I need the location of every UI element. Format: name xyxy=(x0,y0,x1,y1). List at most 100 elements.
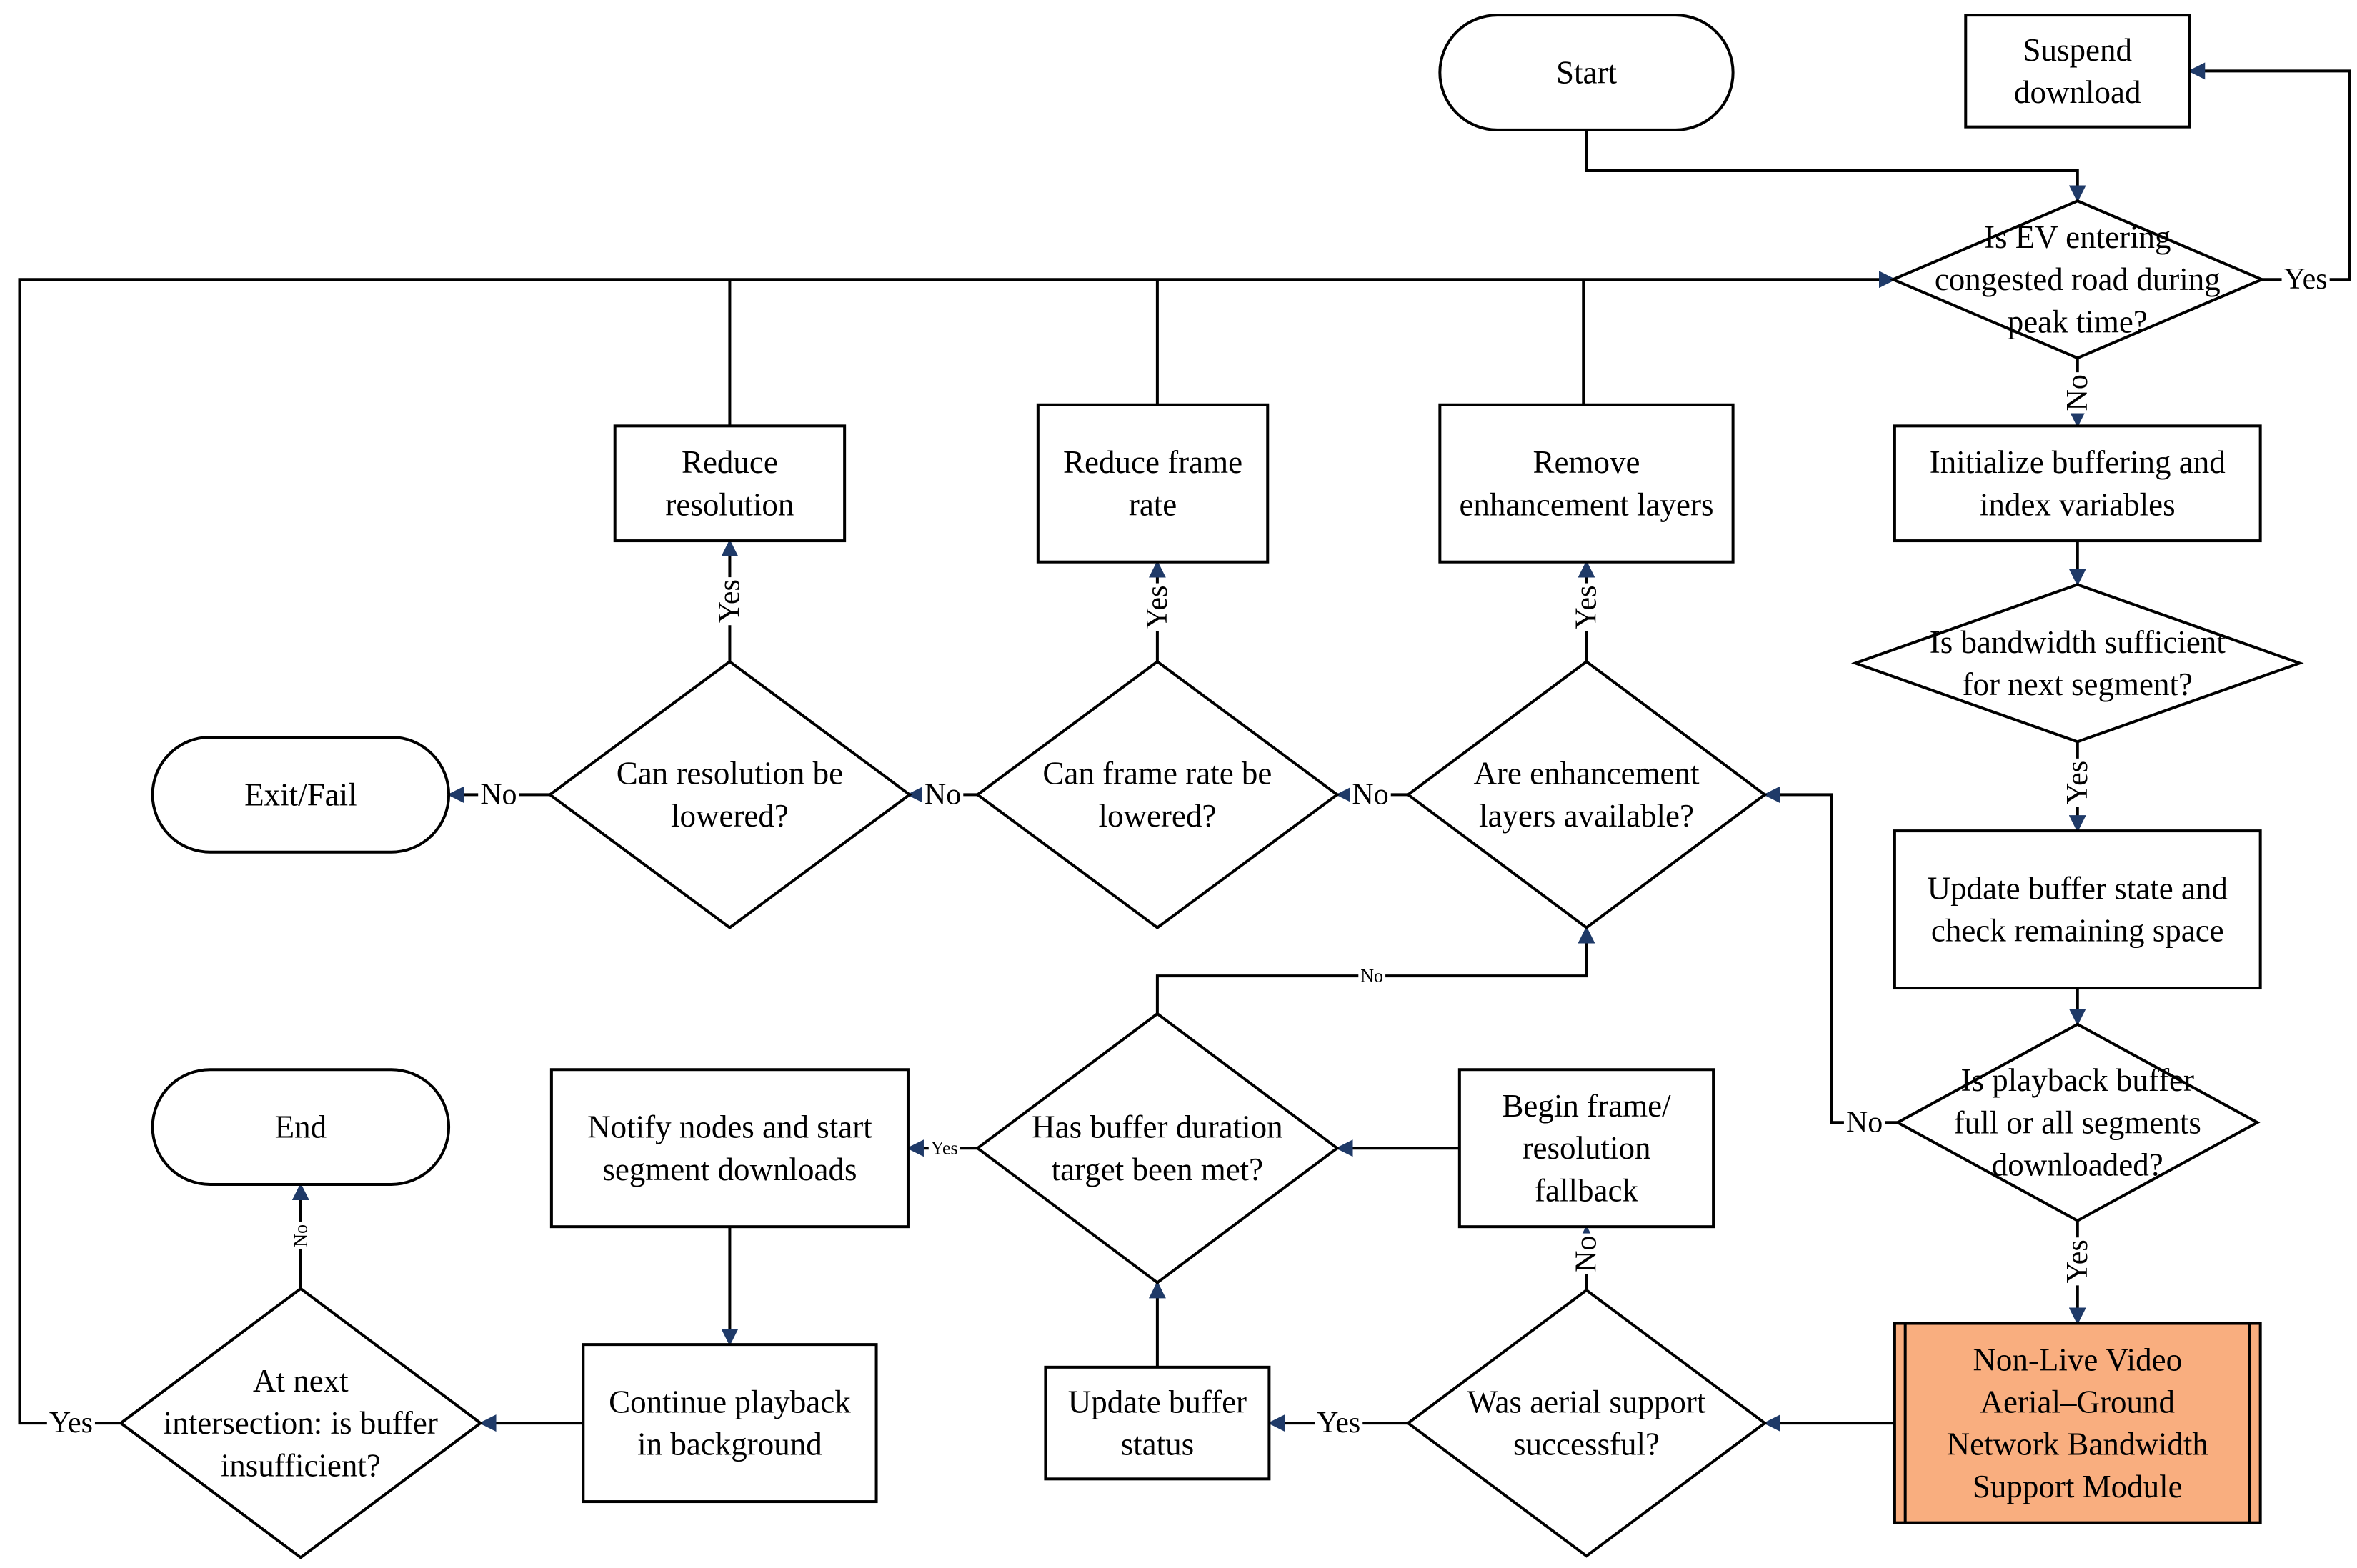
update-buffer-status-box-label-line: status xyxy=(1121,1427,1195,1462)
enhancement-layers-decision-label-line: layers available? xyxy=(1479,798,1694,834)
initialize-buffering-box-label-line: Initialize buffering and xyxy=(1930,444,2226,480)
aerial-support-decision-label-line: Was aerial support xyxy=(1467,1384,1706,1419)
suspend-download-box-shape xyxy=(1964,14,2191,129)
update-buffer-status-box-label-line: Update buffer xyxy=(1068,1384,1247,1419)
edge-label-frame-rate-no: No xyxy=(925,778,961,811)
begin-fallback-box-label-line: fallback xyxy=(1535,1172,1638,1208)
notify-nodes-box-label-line: Notify nodes and start xyxy=(587,1109,872,1145)
reduce-resolution-box-label-line: Reduce xyxy=(682,444,778,480)
next-intersection-decision-label-line: intersection: is buffer xyxy=(164,1405,438,1441)
continue-playback-box-label-line: in background xyxy=(637,1427,822,1462)
frame-rate-decision: Can frame rate be lowered? xyxy=(975,659,1340,929)
begin-fallback-box-label-line: Begin frame/ xyxy=(1502,1088,1671,1124)
edge-label-bg xyxy=(1358,965,1386,987)
edge-labels: YesNoYesYesNoYesNoYesNoYesNoYesNoYesNoYe… xyxy=(46,263,2330,1440)
frame-rate-decision-label-line: lowered? xyxy=(1098,798,1216,834)
continue-playback-box-label-line: Continue playback xyxy=(609,1384,851,1419)
update-buffer-status-box: Update buffer status xyxy=(1044,1365,1271,1481)
edge-label-bg xyxy=(290,1222,312,1249)
update-buffer-state-box-shape xyxy=(1893,829,2262,990)
start-terminal-shape xyxy=(1438,14,1735,131)
suspend-download-box-label-line: Suspend xyxy=(2023,32,2133,68)
suspend-download-box-label-line: download xyxy=(2014,74,2141,110)
flow-nodes: Start Suspend download Is EV entering conges… xyxy=(118,14,2304,1559)
bandwidth-sufficient-decision-label-line: for next segment? xyxy=(1963,666,2193,702)
start-terminal: Start xyxy=(1438,14,1735,131)
edge-label-frame-rate-yes: Yes xyxy=(1141,586,1174,629)
ev-congested-decision-label-line: congested road during xyxy=(1935,261,2221,297)
edge-label-bg xyxy=(928,1137,960,1159)
edge-label-resolution-no: No xyxy=(480,778,517,811)
initialize-buffering-box-label-line: index variables xyxy=(1980,486,2176,522)
bandwidth-sufficient-decision-label-line: Is bandwidth sufficient xyxy=(1930,624,2226,660)
reduce-frame-rate-box-label-line: rate xyxy=(1129,486,1177,522)
reduce-resolution-box-shape xyxy=(613,424,847,543)
buffer-target-decision-shape xyxy=(975,1012,1340,1284)
edge-label-bg xyxy=(2281,263,2330,296)
playback-buffer-full-decision-label-line: downloaded? xyxy=(1992,1147,2163,1182)
edge-label-bg xyxy=(1570,1233,1603,1274)
edge-label-enhancement-yes: Yes xyxy=(1570,586,1603,629)
edge-label-bg xyxy=(1350,778,1391,812)
reduce-frame-rate-box: Reduce frame rate xyxy=(1036,403,1270,564)
edge-label-aerial-no: No xyxy=(1570,1236,1603,1272)
remove-enhancement-box-label-line: enhancement layers xyxy=(1459,486,1713,522)
support-module-box-label-line: Network Bandwidth xyxy=(1947,1427,2208,1462)
support-module-box-label-line: Aerial–Ground xyxy=(1980,1384,2175,1419)
resolution-decision-label-line: Can resolution be xyxy=(617,756,843,792)
update-buffer-state-box-label-line: check remaining space xyxy=(1931,913,2224,949)
ev-congested-decision-shape xyxy=(1889,199,2266,360)
edge-label-bg xyxy=(2060,372,2094,414)
ev-congested-decision-label-line: Is EV entering xyxy=(1984,219,2171,255)
continue-playback-box: Continue playback in background xyxy=(582,1343,878,1504)
initialize-buffering-box-shape xyxy=(1893,424,2262,543)
reduce-frame-rate-box-shape xyxy=(1036,403,1270,564)
edge-label-bg xyxy=(1570,583,1603,631)
edge-label-bg xyxy=(1843,1106,1885,1139)
aerial-support-decision-label-line: successful? xyxy=(1513,1427,1660,1462)
edge-label-aerial-yes: Yes xyxy=(1317,1407,1360,1439)
start-terminal-label-line: Start xyxy=(1556,55,1617,91)
support-module-box-label-line: Support Module xyxy=(1973,1469,2183,1504)
end-terminal-shape xyxy=(151,1068,451,1186)
remove-enhancement-box: Remove enhancement layers xyxy=(1438,403,1735,564)
frame-rate-decision-label-line: Can frame rate be xyxy=(1042,756,1272,792)
continue-playback-box-shape xyxy=(582,1343,878,1504)
edge-label-target-yes: Yes xyxy=(931,1138,958,1159)
begin-fallback-box-shape xyxy=(1457,1068,1715,1229)
reduce-frame-rate-box-label-line: Reduce frame xyxy=(1063,444,1242,480)
next-intersection-decision-shape xyxy=(118,1287,483,1559)
edge-label-intersection-no: No xyxy=(290,1224,311,1247)
connector-ev-yes-to-suspend xyxy=(2188,62,2351,281)
initialize-buffering-box: Initialize buffering and index variables xyxy=(1893,424,2262,543)
playback-buffer-full-decision-shape xyxy=(1894,1022,2261,1222)
remove-enhancement-box-shape xyxy=(1438,403,1735,564)
notify-nodes-box-shape xyxy=(549,1068,910,1229)
edge-label-ev-no: No xyxy=(2061,374,2094,411)
edge-label-intersection-yes: Yes xyxy=(49,1407,93,1439)
edge-label-bg xyxy=(1140,583,1174,631)
connector-playback-no-to-enhancement xyxy=(1763,786,1898,1124)
end-terminal: End xyxy=(151,1068,451,1186)
edge-label-target-no: No xyxy=(1360,966,1383,987)
edge-label-bg xyxy=(1315,1407,1363,1440)
enhancement-layers-decision-shape xyxy=(1405,659,1768,929)
support-module-box-label-line: Non-Live Video xyxy=(1973,1342,2182,1377)
update-buffer-status-box-shape xyxy=(1044,1365,1271,1481)
remove-enhancement-box-label-line: Remove xyxy=(1533,444,1640,480)
support-module-box-shape xyxy=(1893,1322,2262,1524)
next-intersection-decision-label-line: insufficient? xyxy=(221,1447,381,1483)
edge-label-bg xyxy=(713,577,747,626)
edge-label-bg xyxy=(2060,1237,2094,1286)
resolution-decision-shape xyxy=(547,659,912,929)
edge-label-bg xyxy=(478,778,519,812)
edge-label-enhancement-no: No xyxy=(1352,778,1388,811)
